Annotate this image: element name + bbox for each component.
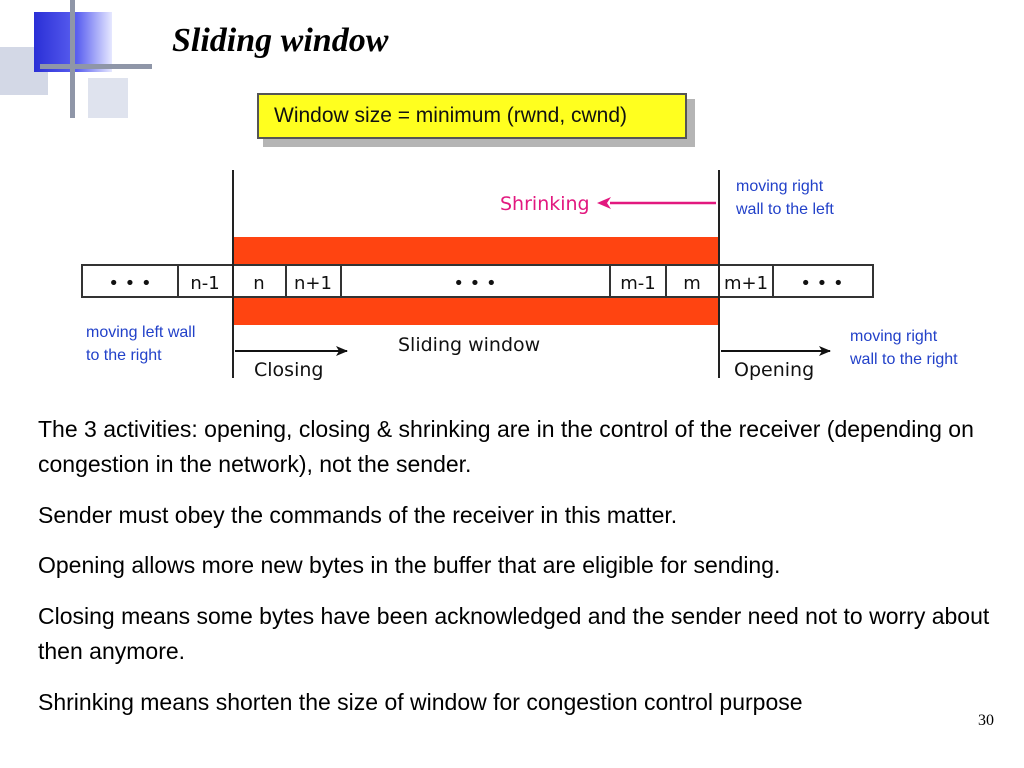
byte-strip [81, 264, 874, 298]
annotation-left-wall-right: moving left wall to the right [86, 321, 195, 367]
annotation-line: to the right [86, 347, 162, 364]
annotation-line: moving left wall [86, 324, 196, 341]
sliding-window-diagram: • • • n-1 n n+1 • • • m-1 m m+1 • • • Sh… [81, 170, 874, 381]
cell-label: n+1 [294, 273, 332, 294]
formula-box: Window size = minimum (rwnd, cwnd) [257, 93, 687, 139]
cell-label: • • • [453, 273, 496, 294]
annotation-line: moving right [736, 178, 824, 195]
paragraph: Sender must obey the commands of the rec… [38, 502, 678, 528]
paragraph: Closing means some bytes have been ackno… [38, 603, 990, 664]
paragraph: Shrinking means shorten the size of wind… [38, 689, 803, 715]
sliding-window-label: Sliding window [398, 334, 540, 356]
cell-label: • • • [108, 273, 151, 294]
decorative-square-light [88, 78, 128, 118]
annotation-line: moving right [850, 328, 938, 345]
closing-label: Closing [254, 359, 323, 381]
cell-label: n [253, 273, 264, 294]
annotation-line: wall to the left [736, 201, 834, 218]
annotation-right-wall-left: moving right wall to the left [736, 175, 834, 221]
cell-label: m [683, 273, 701, 294]
paragraph: The 3 activities: opening, closing & shr… [38, 416, 974, 477]
annotation-right-wall-right: moving right wall to the right [850, 325, 958, 371]
cell-label: n-1 [190, 273, 219, 294]
decorative-horizontal-bar [40, 64, 152, 69]
cell-label: m-1 [620, 273, 655, 294]
slide-title: Sliding window [172, 22, 389, 59]
cell-label: m+1 [724, 273, 768, 294]
decorative-vertical-bar [70, 0, 75, 118]
annotation-line: wall to the right [850, 351, 958, 368]
window-band-bottom [233, 298, 719, 325]
window-band-top [233, 237, 719, 264]
paragraph: Opening allows more new bytes in the buf… [38, 552, 781, 578]
cell-label: • • • [800, 273, 843, 294]
page-number: 30 [978, 712, 994, 729]
opening-label: Opening [734, 359, 814, 381]
shrinking-label: Shrinking [500, 193, 590, 215]
